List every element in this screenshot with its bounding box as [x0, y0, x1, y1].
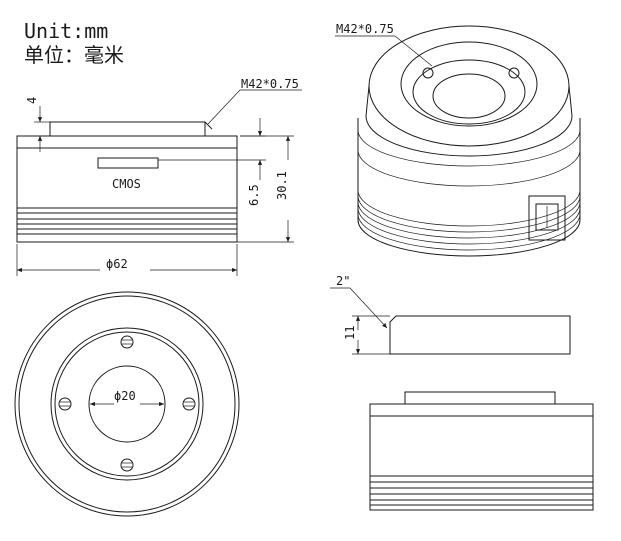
screw-icon: [422, 67, 434, 79]
spacer-thread-label: 2": [336, 274, 350, 288]
iso-view: M42*0.75: [335, 22, 581, 257]
dim-top-height: 4: [25, 97, 39, 104]
dim-total-height: 30.1: [275, 171, 289, 200]
front-thread-label: M42*0.75: [241, 77, 299, 91]
screw-icon: [508, 67, 520, 79]
dim-diameter: ϕ62: [106, 257, 128, 271]
screw-icon: [120, 335, 134, 349]
unit-label-en: Unit:mm: [24, 19, 108, 43]
sensor-label: CMOS: [112, 177, 141, 191]
usb-port-icon: [528, 195, 566, 241]
side-view: [369, 391, 594, 511]
front-view: CMOS M42*0.75 4 6.5 30.1 ϕ62: [16, 77, 302, 276]
screw-icon: [58, 397, 72, 411]
top-view: ϕ20: [14, 291, 240, 517]
iso-thread-label: M42*0.75: [336, 22, 394, 36]
unit-label-cn: 单位：毫米: [24, 43, 124, 67]
screw-icon: [182, 397, 196, 411]
screw-icon: [120, 458, 134, 472]
dim-sensor-depth: 6.5: [247, 184, 261, 206]
spacer-view: 2" 11: [330, 274, 571, 355]
dim-spacer-height: 11: [343, 326, 357, 340]
dim-inner-diameter: ϕ20: [114, 389, 136, 403]
